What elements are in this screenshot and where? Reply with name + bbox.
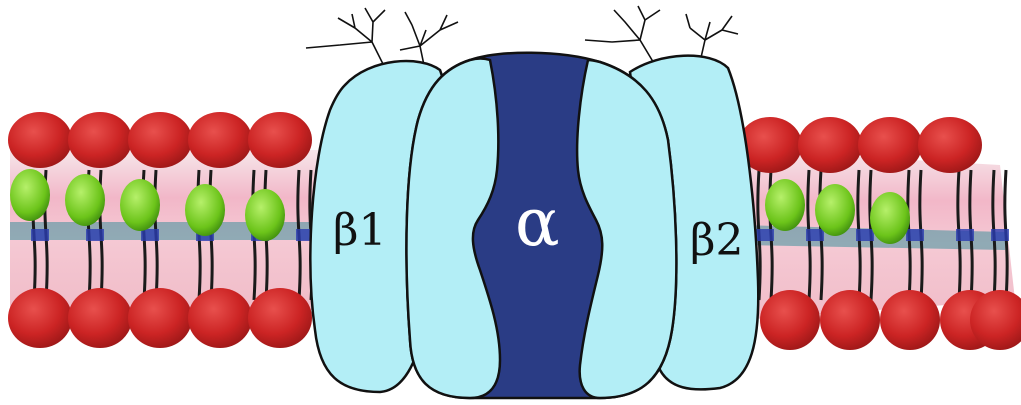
lipid-linker — [906, 229, 924, 241]
alpha-label: α — [515, 184, 560, 261]
cholesterol-icon — [870, 192, 910, 244]
beta1-label: β1 — [333, 205, 386, 256]
lipid-linker — [991, 229, 1009, 241]
lipid-heads-top-left — [8, 112, 312, 168]
phospholipid-head-icon — [248, 112, 312, 168]
phospholipid-head-icon — [880, 290, 940, 350]
phospholipid-head-icon — [858, 117, 922, 173]
phospholipid-head-icon — [798, 117, 862, 173]
lipid-linker — [756, 229, 774, 241]
cholesterol-icon — [65, 174, 105, 226]
cholesterol-icon — [10, 169, 50, 221]
lipid-linker — [86, 229, 104, 241]
lipid-linker — [956, 229, 974, 241]
branched-glycan-icon — [306, 8, 385, 68]
cholesterol-icon — [765, 179, 805, 231]
alpha-subunit: α — [406, 53, 676, 398]
phospholipid-head-icon — [820, 290, 880, 350]
branched-glycan-icon — [585, 6, 660, 65]
phospholipid-head-icon — [68, 112, 132, 168]
phospholipid-head-icon — [8, 112, 72, 168]
lipid-bilayer-left — [8, 112, 330, 348]
phospholipid-head-icon — [128, 112, 192, 168]
lipid-linker — [31, 229, 49, 241]
lipid-heads-bottom-left — [8, 288, 312, 348]
lipid-linker — [856, 229, 874, 241]
phospholipid-head-icon — [128, 288, 192, 348]
lipid-linker — [141, 229, 159, 241]
lipid-heads-bottom-right — [760, 290, 1021, 350]
beta2-label: β2 — [690, 215, 743, 266]
phospholipid-head-icon — [8, 288, 72, 348]
cholesterol-icon — [185, 184, 225, 236]
phospholipid-head-icon — [918, 117, 982, 173]
cholesterol-icon — [120, 179, 160, 231]
phospholipid-head-icon — [760, 290, 820, 350]
lipid-linker — [806, 229, 824, 241]
phospholipid-head-icon — [188, 288, 252, 348]
phospholipid-head-icon — [248, 288, 312, 348]
lipid-bilayer-right — [738, 117, 1021, 350]
cholesterol-icon — [815, 184, 855, 236]
cholesterol-icon — [245, 189, 285, 241]
phospholipid-head-icon — [188, 112, 252, 168]
phospholipid-head-icon — [68, 288, 132, 348]
